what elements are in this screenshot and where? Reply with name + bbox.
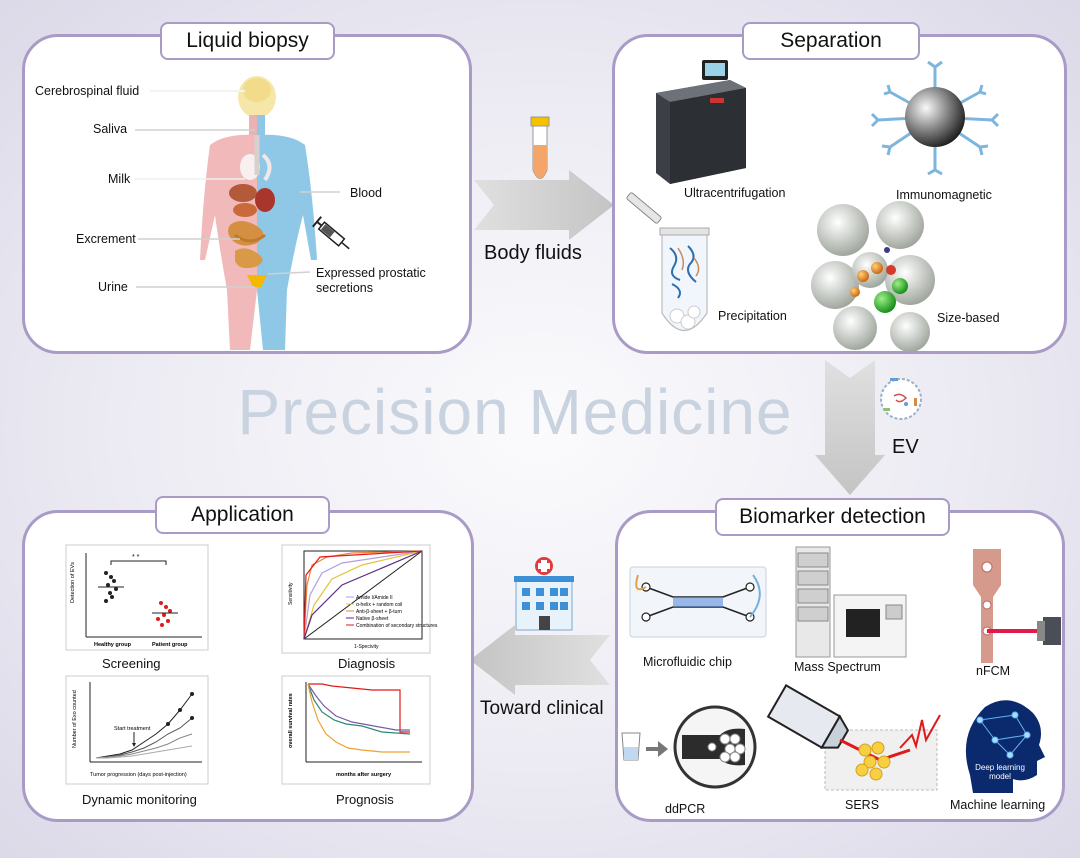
microfluidic-chip-icon	[629, 566, 767, 638]
human-body-illustration	[200, 76, 317, 350]
sers-icon	[766, 684, 941, 791]
separation-title: Separation	[742, 22, 920, 60]
label-ultracentrifugation: Ultracentrifugation	[684, 186, 786, 200]
biomarker-detection-title: Biomarker detection	[715, 498, 950, 536]
label-diagnosis: Diagnosis	[338, 656, 396, 671]
diagnosis-legend-3: Native β-sheet	[356, 616, 389, 622]
label-cerebrospinal-fluid: Cerebrospinal fluid	[35, 84, 140, 98]
size-based-filter-icon	[811, 201, 935, 352]
label-dynamic-monitoring: Dynamic monitoring	[82, 792, 197, 807]
precipitation-tube-icon	[626, 192, 710, 331]
screening-group-healthy: Healthy group	[94, 642, 132, 648]
label-milk: Milk	[108, 172, 131, 186]
label-deep-learning-model: Deep learning model	[975, 763, 1025, 781]
dynamic-monitoring-chart: Start treatment Tumor progression (days …	[65, 675, 209, 785]
label-mass-spectrum: Mass Spectrum	[794, 660, 881, 674]
dynamic-ylabel: Number of Exo counted	[72, 690, 78, 748]
nfcm-icon	[973, 549, 1061, 663]
dynamic-xlabel: Tumor progression (days post-injection)	[90, 772, 187, 778]
liquid-biopsy-title: Liquid biopsy	[160, 22, 335, 60]
prognosis-ylabel: overall survival rates	[288, 693, 294, 748]
dynamic-annotation: Start treatment	[114, 726, 151, 732]
body-fluids-label: Body fluids	[484, 242, 582, 264]
label-nfcm: nFCM	[976, 664, 1011, 678]
ev-vesicle-icon	[880, 378, 922, 420]
toward-clinical-arrow	[470, 625, 610, 695]
diagnosis-xlabel: 1-Specivity	[354, 644, 379, 650]
diagnosis-legend-1: α-helix + random coil	[356, 602, 402, 608]
diagnosis-legend-2: Anti-β-sheet + β-turn	[356, 609, 402, 615]
mass-spectrometer-icon	[795, 546, 907, 658]
body-fluids-arrow	[474, 170, 614, 240]
ev-label: EV	[892, 436, 919, 458]
diagnosis-legend-0: Amide I/Amide II	[356, 595, 393, 601]
prognosis-xlabel: months after surgery	[336, 772, 392, 778]
ultracentrifuge-icon	[656, 60, 746, 184]
label-immunomagnetic: Immunomagnetic	[896, 188, 992, 202]
diagnosis-roc-chart: Amide I/Amide II α-helix + random coil A…	[281, 544, 438, 654]
label-machine-learning: Machine learning	[950, 798, 1046, 812]
syringe-icon	[312, 216, 350, 250]
ddpcr-icon	[621, 705, 757, 789]
application-title: Application	[155, 496, 330, 534]
label-blood: Blood	[350, 186, 382, 200]
machine-learning-head-icon	[965, 700, 1045, 793]
screening-ylabel: Detection of EVs	[70, 562, 76, 603]
diagnosis-legend-4: Combination of secondary structures	[356, 623, 438, 629]
label-microfluidic-chip: Microfluidic chip	[643, 655, 732, 669]
label-prognosis: Prognosis	[336, 792, 394, 807]
label-expressed-prostatic-secretions: Expressed prostatic secretions	[316, 266, 426, 295]
label-saliva: Saliva	[93, 122, 128, 136]
label-urine: Urine	[98, 280, 128, 294]
prognosis-survival-chart: months after surgery overall survival ra…	[281, 675, 431, 785]
hospital-icon	[514, 557, 574, 631]
watermark-text: Precision Medicine	[237, 376, 793, 448]
label-size-based: Size-based	[937, 311, 1000, 325]
label-precipitation: Precipitation	[718, 309, 787, 323]
label-ddpcr: ddPCR	[665, 802, 706, 816]
test-tube-icon	[530, 116, 550, 179]
label-sers: SERS	[845, 798, 880, 812]
label-excrement: Excrement	[76, 232, 136, 246]
label-screening: Screening	[102, 656, 161, 671]
biopsy-label-arrows	[135, 85, 340, 288]
diagnosis-ylabel: Sensitivity	[288, 582, 294, 605]
screening-significance: * *	[132, 554, 140, 561]
ev-down-arrow	[815, 360, 885, 495]
immunomagnetic-bead-icon	[870, 60, 1000, 176]
screening-chart: Detection of EVs Healthy group Patient g…	[65, 544, 209, 651]
screening-group-patient: Patient group	[152, 642, 188, 648]
toward-clinical-label: Toward clinical	[480, 698, 604, 719]
